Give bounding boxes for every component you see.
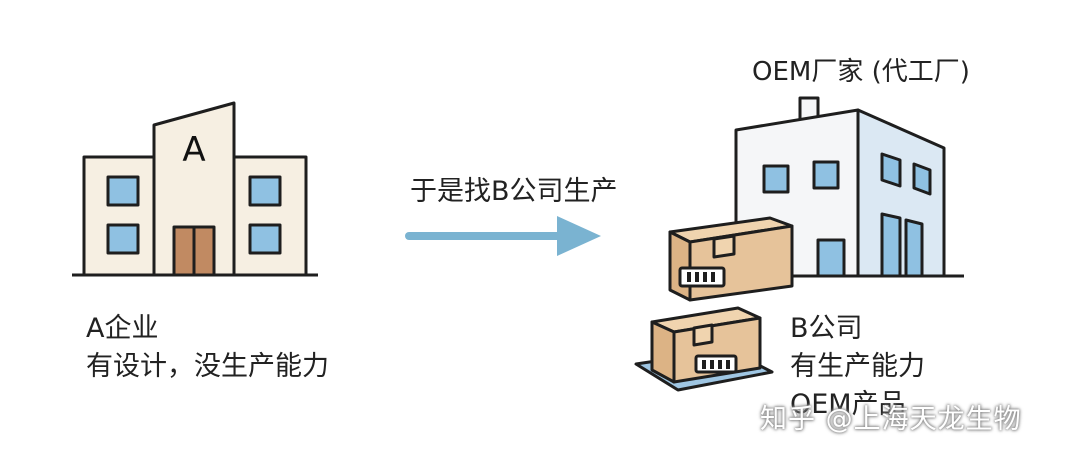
company-b-product: OEM产品	[790, 389, 906, 420]
arrow-label: 于是找B公司生产	[410, 176, 618, 207]
company-b-name: B公司	[790, 313, 863, 344]
right-arrow-icon	[405, 216, 601, 256]
company-a-description: 有设计，没生产能力	[86, 351, 329, 382]
company-a-building-icon: A	[72, 101, 318, 277]
building-a-letter: A	[182, 130, 205, 170]
company-b-caption: B公司 有生产能力 OEM产品	[790, 310, 925, 424]
company-b-capability: 有生产能力	[790, 351, 925, 382]
company-a-caption: A企业 有设计，没生产能力	[86, 310, 329, 386]
watermark: 知乎 @上海天龙生物	[760, 404, 1022, 435]
company-a-name: A企业	[86, 313, 159, 344]
oem-factory-title: OEM厂家 (代工厂)	[752, 57, 970, 87]
oem-factory-icon	[634, 96, 964, 392]
